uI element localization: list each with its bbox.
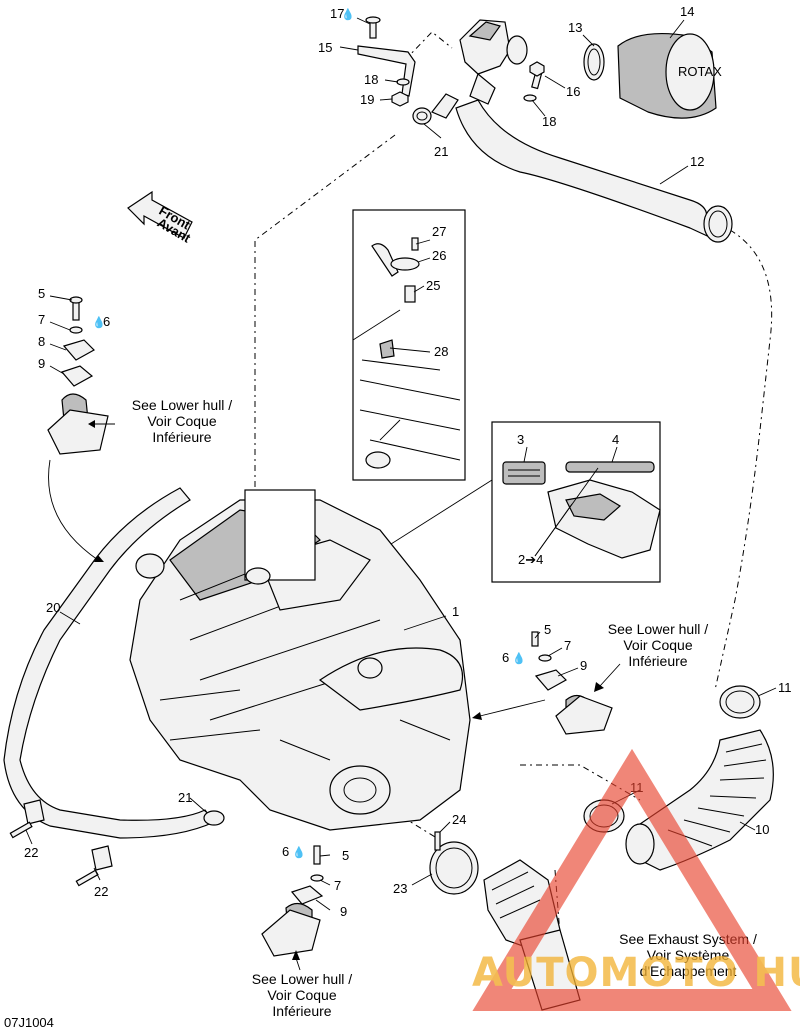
svg-text:See Lower hull /: See Lower hull / <box>132 397 233 413</box>
callout-8: 8 <box>38 334 45 349</box>
callout-6-left: 6 <box>103 314 110 329</box>
callout-17: 17 <box>330 6 344 21</box>
callout-24: 24 <box>452 812 466 827</box>
callout-21-lower: 21 <box>178 790 192 805</box>
nut-19 <box>391 91 409 107</box>
callout-numbers: 17 💧 15 18 19 21 13 14 16 18 12 27 26 25… <box>24 4 792 919</box>
filter-brand: ROTAX <box>678 64 722 79</box>
clip-22-upper <box>9 799 45 839</box>
callout-5-right: 5 <box>544 622 551 637</box>
engine-1 <box>129 489 471 831</box>
callout-9-left: 9 <box>38 356 45 371</box>
callout-20: 20 <box>46 600 60 615</box>
callout-23: 23 <box>393 881 407 896</box>
svg-text:Inférieure: Inférieure <box>272 1003 331 1019</box>
svg-text:See Lower hull /: See Lower hull / <box>608 621 709 637</box>
engine-mount-left <box>47 296 109 455</box>
front-direction-arrow: Front Avant <box>127 190 194 246</box>
clip-22-lower <box>75 845 113 887</box>
air-hose-12 <box>455 99 733 243</box>
bolt-16 <box>529 61 545 90</box>
washer-18-right <box>523 94 537 102</box>
svg-text:d'Echappement: d'Echappement <box>640 963 737 979</box>
clamp-13 <box>583 43 605 81</box>
intake-silencer-box <box>431 19 528 119</box>
callout-25: 25 <box>426 278 440 293</box>
callout-9-bottom: 9 <box>340 904 347 919</box>
watermark-text: AUTOMOTO HUB <box>472 950 800 996</box>
svg-text:Voir Système: Voir Système <box>647 947 730 963</box>
clamp-23 <box>429 841 479 895</box>
note-lower-hull-left: See Lower hull / Voir Coque Inférieure <box>132 397 233 445</box>
bolt-24 <box>434 831 441 851</box>
callout-7-bottom: 7 <box>334 878 341 893</box>
callout-26: 26 <box>432 248 446 263</box>
oil-drop-icon-6-right: 💧 <box>512 652 526 665</box>
callout-21-top: 21 <box>434 144 448 159</box>
engine-mount-bottom <box>261 845 324 957</box>
callout-4: 4 <box>612 432 619 447</box>
callout-22-lower: 22 <box>94 884 108 899</box>
svg-text:Voir Coque: Voir Coque <box>267 987 336 1003</box>
callout-22-upper: 22 <box>24 845 38 860</box>
engine-mount-right <box>531 631 613 735</box>
oil-drop-icon-6-bottom: 💧 <box>292 846 306 859</box>
svg-text:See Lower hull /: See Lower hull / <box>252 971 353 987</box>
svg-text:Inférieure: Inférieure <box>628 653 687 669</box>
reference-arrows <box>48 420 621 971</box>
callout-13: 13 <box>568 20 582 35</box>
svg-text:Voir Coque: Voir Coque <box>147 413 216 429</box>
detail-inset-25-28 <box>352 209 466 481</box>
oil-drop-icon-17: 💧 <box>341 8 355 21</box>
callout-12: 12 <box>690 154 704 169</box>
screw-17 <box>365 16 381 39</box>
air-filter-14: ROTAX <box>617 32 722 119</box>
callout-5-left: 5 <box>38 286 45 301</box>
watermark: AUTOMOTO HUB <box>472 748 800 1011</box>
callout-6-bottom: 6 <box>282 844 289 859</box>
diagram-id: 07J1004 <box>4 1015 54 1030</box>
callout-5-bottom: 5 <box>342 848 349 863</box>
callout-15: 15 <box>318 40 332 55</box>
clamp-21-lower <box>203 810 225 826</box>
washer-18-left <box>396 78 410 86</box>
note-lower-hull-right: See Lower hull / Voir Coque Inférieure <box>608 621 709 669</box>
callout-1: 1 <box>452 604 459 619</box>
callout-18-right: 18 <box>542 114 556 129</box>
callout-10: 10 <box>755 822 769 837</box>
svg-text:Voir Coque: Voir Coque <box>623 637 692 653</box>
warning-triangle-icon <box>472 748 792 1011</box>
note-lower-hull-bottom: See Lower hull / Voir Coque Inférieure <box>252 971 353 1019</box>
callout-3: 3 <box>517 432 524 447</box>
bracket-15 <box>357 45 416 97</box>
callout-28: 28 <box>434 344 448 359</box>
callout-2-to-4: 2➔4 <box>518 552 543 567</box>
callout-14: 14 <box>680 4 694 19</box>
clamp-21-top <box>412 107 432 125</box>
callout-16: 16 <box>566 84 580 99</box>
callout-11-upper: 11 <box>778 680 792 695</box>
callout-9-right: 9 <box>580 658 587 673</box>
callout-18-left: 18 <box>364 72 378 87</box>
callout-6-right: 6 <box>502 650 509 665</box>
callout-7-left: 7 <box>38 312 45 327</box>
svg-text:Inférieure: Inférieure <box>152 429 211 445</box>
callout-19: 19 <box>360 92 374 107</box>
callout-7-right: 7 <box>564 638 571 653</box>
leader-lines <box>25 17 777 911</box>
callout-27: 27 <box>432 224 446 239</box>
oil-drop-icon-6-left: 💧 <box>92 316 106 329</box>
clamp-11-upper <box>719 685 761 719</box>
